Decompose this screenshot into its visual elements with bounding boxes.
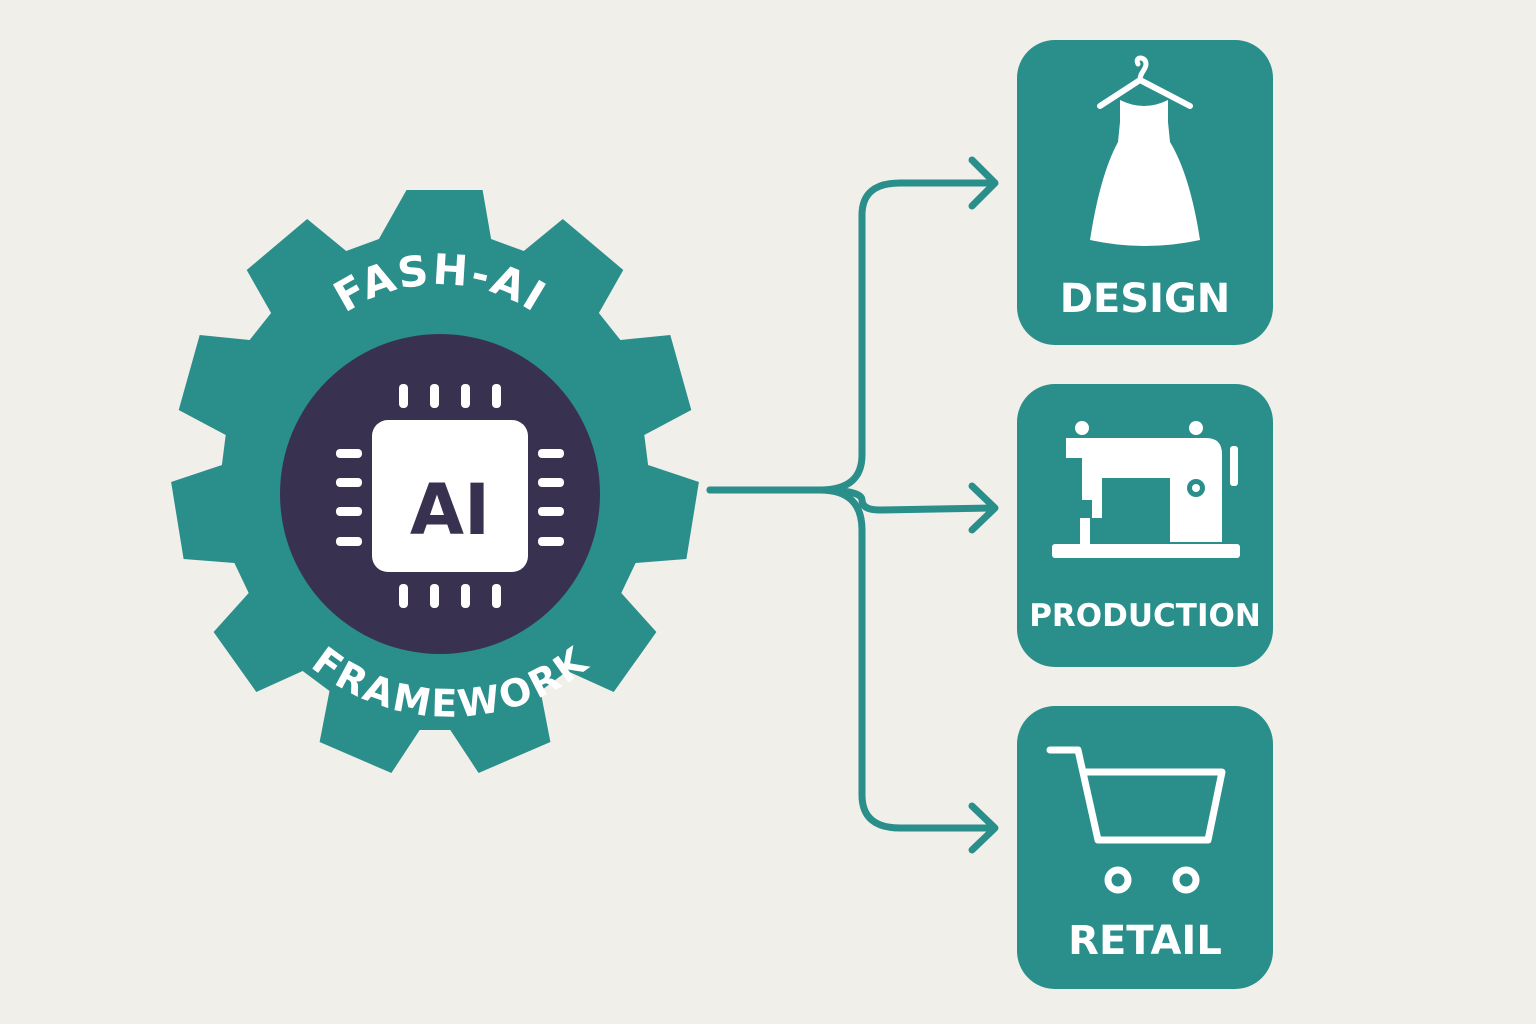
- chip-label: AI: [410, 469, 490, 551]
- stage-label-design: DESIGN: [1060, 276, 1231, 322]
- connector-to-retail: [706, 486, 996, 832]
- dress-on-hanger-icon: [1090, 55, 1200, 246]
- arrowhead-retail: [968, 802, 999, 854]
- connector-lines: [706, 156, 999, 854]
- shopping-cart-icon: [1046, 746, 1226, 894]
- sewing-machine-icon: [1052, 421, 1240, 558]
- stage-label-production: PRODUCTION: [1029, 598, 1261, 634]
- stage-label-retail: RETAIL: [1068, 918, 1222, 964]
- stage-card-production: PRODUCTION: [1017, 384, 1273, 667]
- ai-chip-icon: [336, 384, 564, 608]
- framework-gear: AI FASH-AI FRAMEWORK: [171, 190, 699, 773]
- arrowhead-design: [968, 156, 999, 210]
- arrowhead-production: [968, 482, 999, 534]
- connector-to-design: [706, 179, 996, 494]
- stage-card-retail: RETAIL: [1017, 706, 1273, 989]
- ai-chip-body: [372, 420, 528, 572]
- stage-card-design: DESIGN: [1017, 40, 1273, 345]
